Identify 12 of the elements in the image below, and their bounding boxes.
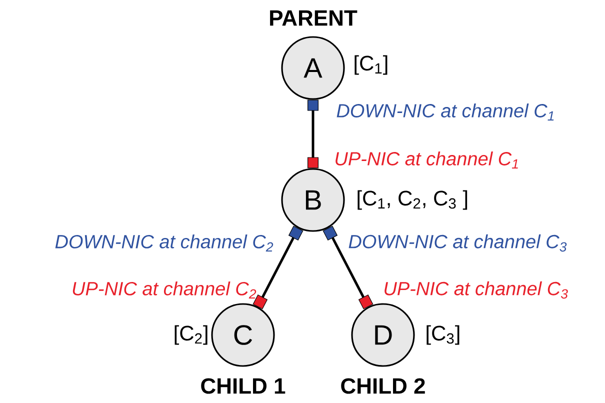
node-heading: PARENT (270, 10, 358, 26)
channel-list: [C$_{3}$] (426, 325, 460, 345)
node-heading: CHILD 2 (341, 378, 425, 394)
link-line (322, 226, 374, 310)
nic-label: DOWN-NIC at channel C$_{3}$ (348, 234, 567, 252)
link-line (252, 226, 304, 310)
node-heading: CHILD 1 (201, 378, 286, 394)
channel-list: [C$_{1}$, C$_{2}$, C$_{3}$ ] (358, 190, 468, 210)
nic-label: DOWN-NIC at channel C$_{2}$ (55, 234, 274, 252)
channel-list: [C$_{1}$] (354, 55, 388, 75)
channel-list: [C$_{2}$] (174, 325, 208, 345)
link-line (308, 100, 318, 168)
